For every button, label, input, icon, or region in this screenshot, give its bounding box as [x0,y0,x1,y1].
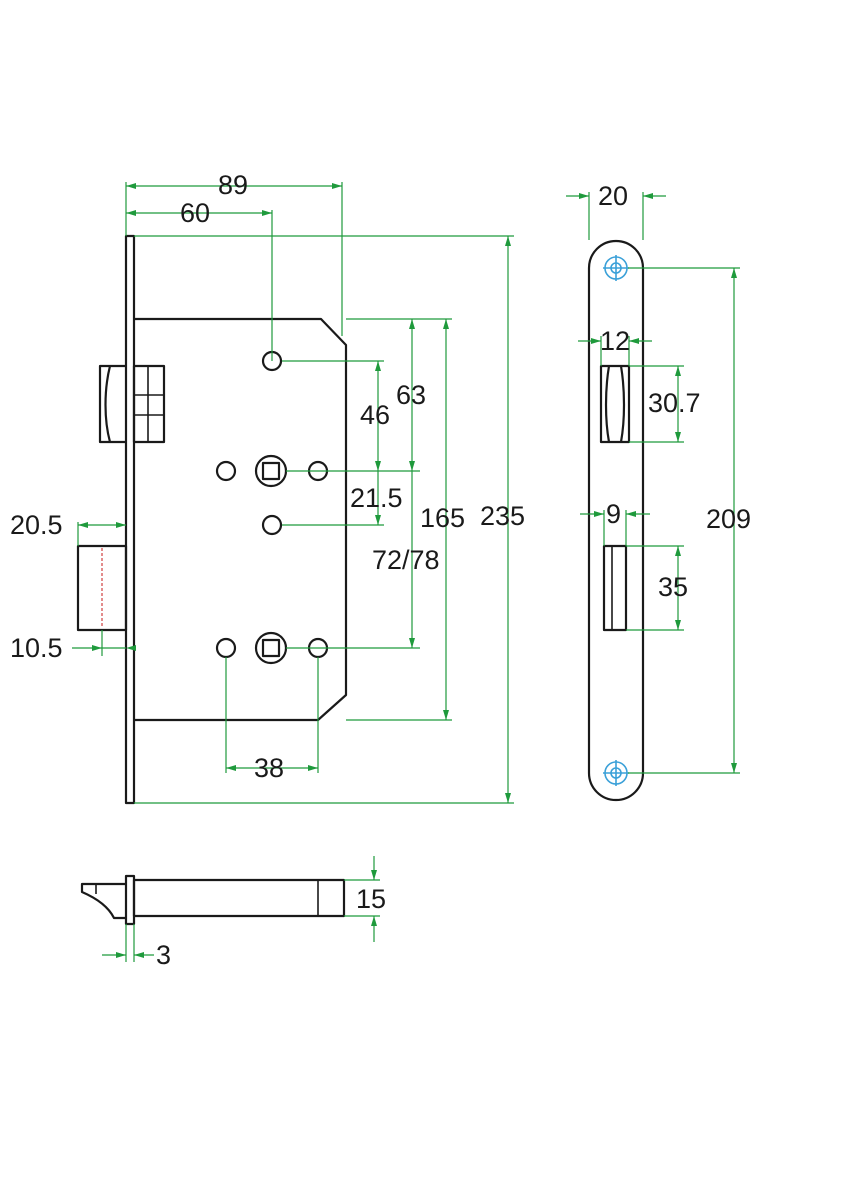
dim-latch-slot-height: 30.7 [648,388,701,418]
dim-centre-distance: 72/78 [372,545,440,575]
forend-plate [124,234,136,805]
dim-overall-height: 235 [480,501,525,531]
cylinder-hub [254,631,288,665]
dim-bolt-slot-width: 9 [606,499,621,529]
dim-latch-slot-width: 12 [600,326,630,356]
middle-fixing-hole [261,514,283,536]
bolt-slot [602,544,628,632]
lock-body-front-view [76,234,348,805]
latch-head-profile [80,882,126,920]
dim-overall-depth: 89 [218,170,248,200]
latch-slot-inner [132,364,166,444]
follower-square [261,461,281,481]
cylinder-square [261,638,281,658]
front-view-dimensions: 89 60 235 165 63 46 [10,170,525,804]
case-edge [132,878,346,918]
dim-latch-projection: 20.5 [10,510,63,540]
lock-case [134,317,348,722]
dim-spindle-to-top: 63 [396,380,426,410]
top-view-dimensions: 15 3 [102,856,386,970]
dim-bolt-projection: 10.5 [10,633,63,663]
dim-backset: 60 [180,198,210,228]
faceplate-dimensions: 20 209 12 30.7 9 [566,181,751,774]
dim-spindle-to-upper-hole: 46 [360,400,390,430]
follower-hub [254,454,288,488]
top-screw-icon [603,255,629,281]
latch-bolt [98,364,126,444]
forend-edge [124,874,136,926]
dim-case-thickness: 15 [356,884,386,914]
lock-top-view [80,874,346,926]
cylinder-left-hole [215,637,237,659]
dim-faceplate-thickness: 3 [156,940,171,970]
latch-slot [599,364,631,444]
dim-lower-hole-spacing: 38 [254,753,284,783]
dim-bolt-slot-height: 35 [658,572,688,602]
bottom-screw-icon [603,760,629,786]
follower-left-hole [215,460,237,482]
dim-spindle-to-middle-hole: 21.5 [350,483,403,513]
dim-case-height: 165 [420,503,465,533]
dim-faceplate-width: 20 [598,181,628,211]
dim-screw-centres: 209 [706,504,751,534]
